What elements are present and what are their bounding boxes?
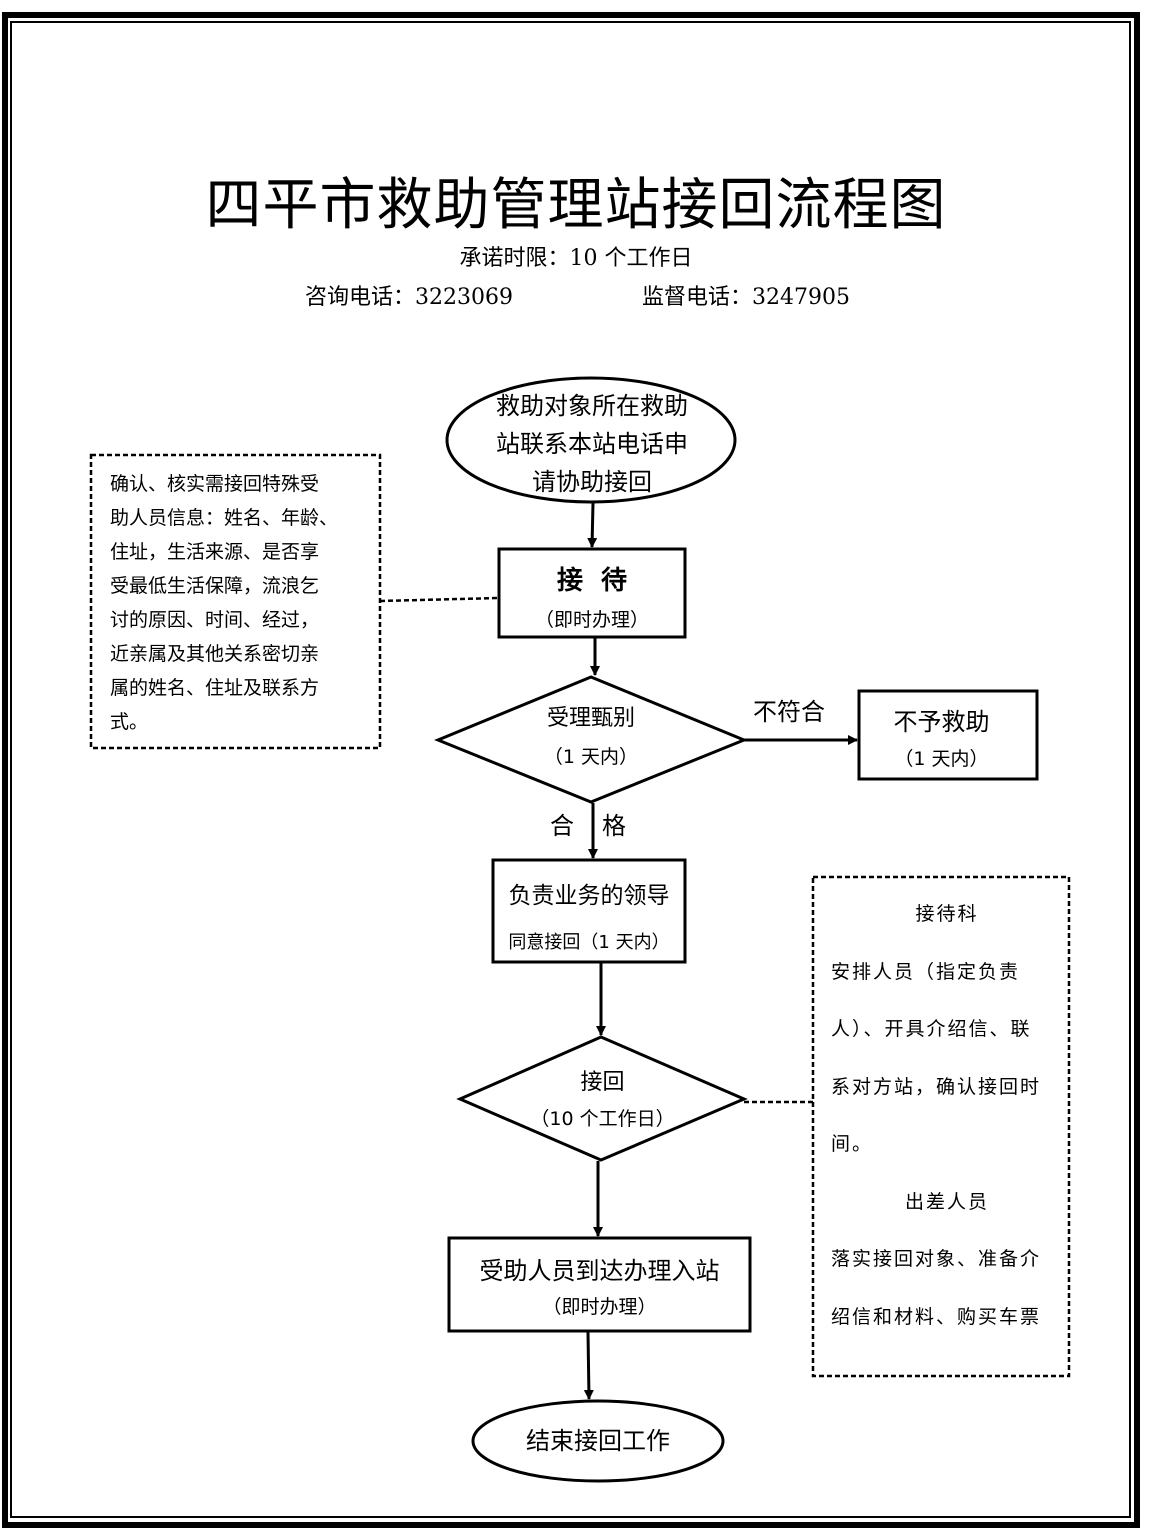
edge-qualified-1: 合 [550,812,574,840]
reject-label: 不予救助 [893,708,990,736]
leader-label: 负责业务的领导 [508,883,670,909]
arrival-box [447,1236,752,1333]
edge-qualified-2: 格 [602,812,626,840]
edge-not-qualified: 不符合 [753,698,825,726]
reception-label: 接 待 [556,566,628,596]
deadline-text: 承诺时限：10 个工作日 [459,246,693,271]
leader-sub: 同意接回（1 天内） [508,932,670,953]
arrival-label: 受助人员到达办理入站 [479,1257,720,1285]
pickup-diamond [456,1035,748,1162]
left-note-box [89,453,382,750]
reception-box [497,547,687,639]
right-note: 接待科 安排人员（指定负责 人）、开具介绍信、联 系对方站，确认接回时 间。 出… [831,886,1063,1346]
screening-diamond [434,675,748,804]
arrow-arrival-to-end [583,1331,594,1400]
leader-box [491,858,687,964]
left-note-connector [379,596,500,603]
pickup-sub: （10 个工作日） [530,1108,675,1130]
arrow-start-to-reception [587,502,598,548]
inner-frame [10,21,1131,1518]
start-ellipse [445,376,737,504]
arrival-sub: （即时办理） [542,1296,657,1318]
end-ellipse [471,1399,725,1483]
screening-sub: （1 天内） [543,746,639,768]
right-note-box [811,875,1071,1378]
screening-label: 受理甄别 [546,706,635,731]
reject-sub: （1 天内） [894,748,989,770]
right-note-head-1: 接待科 [915,903,979,925]
outer-frame [2,12,1140,1528]
end-label: 结束接回工作 [526,1427,670,1455]
pickup-label: 接回 [580,1070,625,1095]
left-note: 确认、核实需接回特殊受 助人员信息：姓名、年龄、 住址，生活来源、是否享 受最低… [110,473,339,733]
reject-box [857,689,1039,781]
supervise-phone: 监督电话：3247905 [642,285,850,310]
page-title: 四平市救助管理站接回流程图 [205,173,947,238]
right-note-head-2: 出差人员 [904,1190,989,1213]
consult-phone: 咨询电话：3223069 [305,285,513,310]
reception-sub: （即时办理） [534,609,649,631]
start-node-text: 救助对象所在救助 站联系本站电话申 请协助接回 [496,392,688,496]
